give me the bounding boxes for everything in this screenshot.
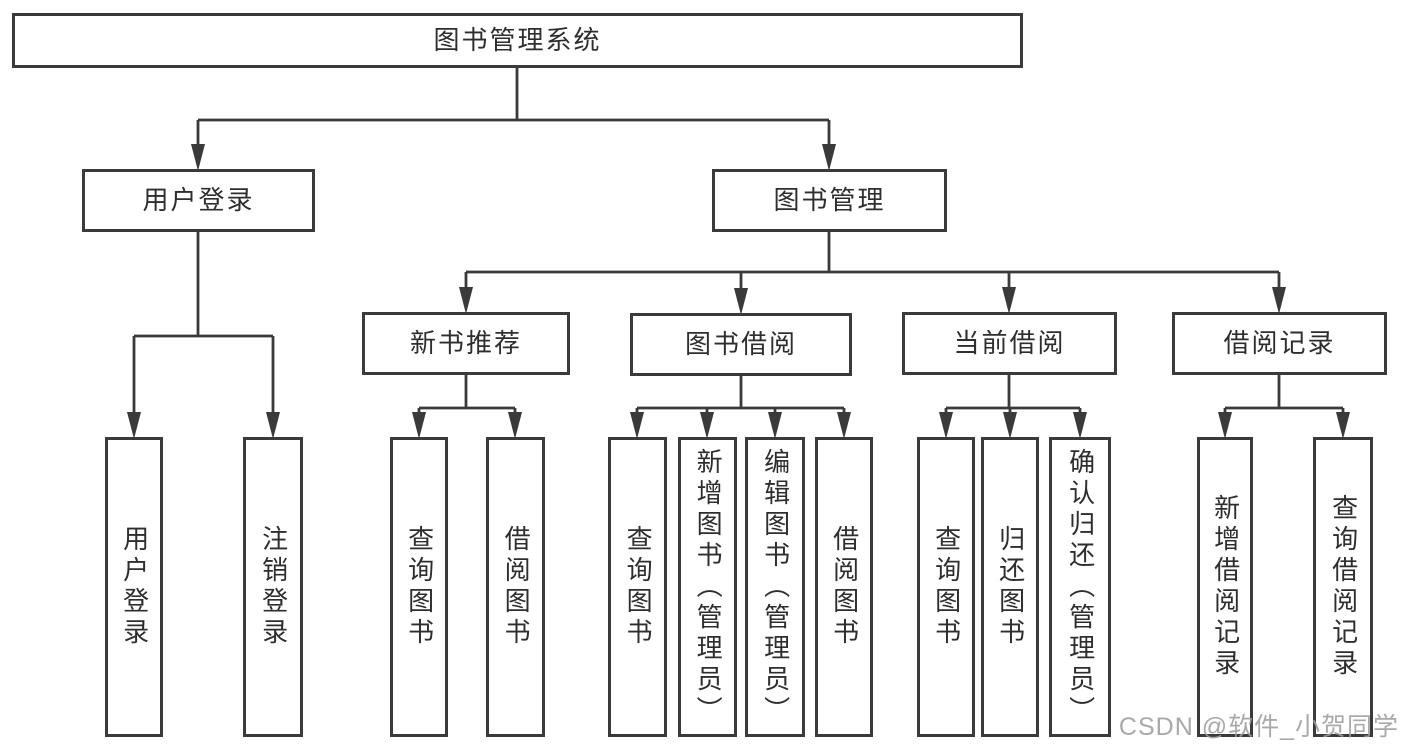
- node-leaf-add-borrow-record: 新增借阅记录: [1197, 437, 1253, 737]
- node-leaf-return-book: 归还图书: [981, 437, 1039, 737]
- node-current-borrowing: 当前借阅: [902, 312, 1117, 375]
- node-book-borrowing: 图书借阅: [630, 313, 852, 376]
- node-leaf-confirm-return-admin: 确认归还（管理员）: [1049, 437, 1111, 737]
- node-leaf-edit-book-admin: 编辑图书（管理员）: [745, 437, 805, 737]
- node-leaf-borrow-book-recommend: 借阅图书: [486, 437, 545, 737]
- node-leaf-query-book-recommend: 查询图书: [390, 437, 448, 737]
- node-leaf-query-borrow-record: 查询借阅记录: [1313, 437, 1373, 737]
- node-leaf-add-book-admin: 新增图书（管理员）: [678, 437, 737, 737]
- node-book-management-group: 图书管理: [712, 169, 947, 232]
- node-new-book-recommend: 新书推荐: [362, 312, 570, 375]
- watermark-text: CSDN @软件_小贺同学: [1118, 713, 1399, 741]
- node-user-login-group: 用户登录: [82, 169, 315, 232]
- node-root: 图书管理系统: [12, 13, 1023, 68]
- node-leaf-query-book-borrowing: 查询图书: [608, 437, 667, 737]
- node-leaf-user-login: 用户登录: [105, 437, 163, 737]
- node-borrowing-records: 借阅记录: [1172, 312, 1387, 375]
- node-leaf-borrow-book-borrowing: 借阅图书: [815, 437, 873, 737]
- node-leaf-logout: 注销登录: [243, 437, 303, 737]
- node-leaf-query-book-current: 查询图书: [917, 437, 975, 737]
